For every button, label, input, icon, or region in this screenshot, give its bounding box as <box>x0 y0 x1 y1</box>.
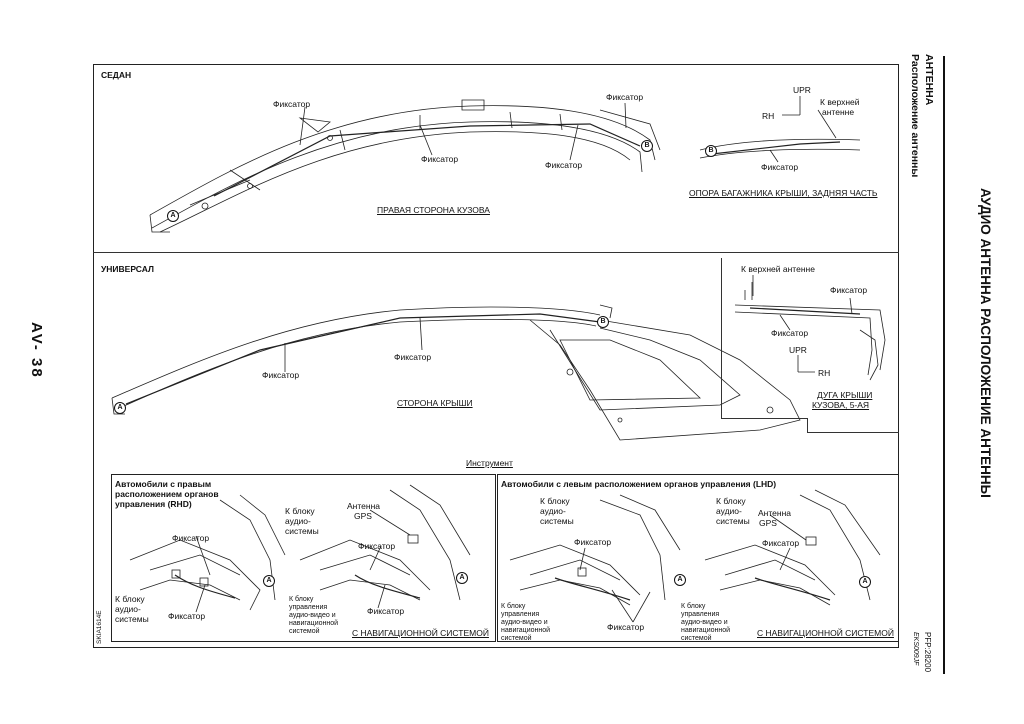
wagon-marker-a: A <box>114 402 126 414</box>
wagon-inset-border-right <box>807 418 808 432</box>
rhd-to-audio-b-2: аудио- <box>285 516 311 526</box>
figure-frame <box>93 64 899 648</box>
rhd-marker-a2: A <box>456 572 468 584</box>
instrument-title: Инструмент <box>466 458 513 468</box>
rhd-to-audio-3: системы <box>115 614 149 624</box>
lhd-marker-a1: A <box>674 574 686 586</box>
rhd-box <box>111 474 496 642</box>
lhd-av-b-2: управления <box>681 611 720 618</box>
wagon-inset-caption-1: ДУГА КРЫШИ <box>817 390 873 400</box>
rhd-clip-4: Фиксатор <box>367 606 405 616</box>
lhd-marker-a2: A <box>859 576 871 588</box>
lhd-title: Автомобили с левым расположением органов… <box>501 479 777 489</box>
lhd-av-3: аудио-видео и <box>501 619 548 626</box>
lhd-to-audio-2: аудио- <box>540 506 566 516</box>
sedan-inset-to-upper-1: К верхней <box>820 97 860 107</box>
wagon-title: УНИВЕРСАЛ <box>101 264 154 274</box>
wagon-inset-border-left <box>721 258 722 418</box>
lhd-box <box>497 474 899 642</box>
sedan-inset-clip: Фиксатор <box>761 162 799 172</box>
lhd-av-b-4: навигационной <box>681 627 731 634</box>
rhd-av-4: навигационной <box>289 620 339 627</box>
sedan-marker-a: A <box>167 210 179 222</box>
lhd-to-audio-b-1: К блоку <box>716 496 746 506</box>
rhd-to-audio-b-3: системы <box>285 526 319 536</box>
wagon-inset-to-upper: К верхней антенне <box>741 264 815 274</box>
wagon-clip-label-1: Фиксатор <box>262 370 300 380</box>
sedan-clip-label-2: Фиксатор <box>421 154 459 164</box>
lhd-clip-2: Фиксатор <box>607 622 645 632</box>
lhd-to-audio-b-3: системы <box>716 516 750 526</box>
lhd-av-4: навигационной <box>501 627 551 634</box>
sedan-inset-caption: ОПОРА БАГАЖНИКА КРЫШИ, ЗАДНЯЯ ЧАСТЬ <box>689 188 878 198</box>
sedan-inset-upr: UPR <box>793 85 811 95</box>
rhd-clip-1: Фиксатор <box>172 533 210 543</box>
divider-sedan-wagon <box>93 252 899 253</box>
lhd-gps-1: Антенна <box>758 508 792 518</box>
lhd-gps-2: GPS <box>759 518 777 528</box>
lhd-av-b-1: К блоку <box>681 603 706 610</box>
rhd-av-5: системой <box>289 628 320 635</box>
sedan-title: СЕДАН <box>101 70 132 80</box>
rhd-gps-2: GPS <box>354 511 372 521</box>
rhd-av-2: управления <box>289 604 328 611</box>
wagon-inset-caption-2: КУЗОВА, 5-АЯ <box>812 400 870 410</box>
lhd-to-audio-3: системы <box>540 516 574 526</box>
wagon-inset-border-bottom <box>721 418 807 419</box>
lhd-av-1: К блоку <box>501 603 526 610</box>
sedan-inset-marker-b: B <box>705 145 717 157</box>
rhd-marker-a1: A <box>263 575 275 587</box>
rhd-to-audio-b-1: К блоку <box>285 506 315 516</box>
sedan-inset-rh: RH <box>762 111 775 121</box>
sedan-inset-to-upper-2: антенне <box>822 107 855 117</box>
sedan-caption-main: ПРАВАЯ СТОРОНА КУЗОВА <box>377 205 490 215</box>
lhd-clip-1: Фиксатор <box>574 537 612 547</box>
rhd-to-audio-1: К блоку <box>115 594 145 604</box>
wagon-marker-b: B <box>597 316 609 328</box>
rhd-clip-2: Фиксатор <box>168 611 206 621</box>
wagon-inset-border-bottom2 <box>807 432 899 433</box>
wagon-inset-clip-1: Фиксатор <box>830 285 868 295</box>
lhd-av-b-5: системой <box>681 635 712 642</box>
wagon-caption-main: СТОРОНА КРЫШИ <box>397 398 473 408</box>
right-rule <box>943 56 945 674</box>
rhd-clip-3: Фиксатор <box>358 541 396 551</box>
rhd-nav-caption: С НАВИГАЦИОННОЙ СИСТЕМОЙ <box>352 628 489 638</box>
lhd-clip-3: Фиксатор <box>762 538 800 548</box>
sedan-marker-b: B <box>641 140 653 152</box>
lhd-av-5: системой <box>501 635 532 642</box>
rhd-av-3: аудио-видео и <box>289 612 336 619</box>
rhd-title-3: управления (RHD) <box>115 499 192 509</box>
rhd-av-1: К блоку <box>289 596 314 603</box>
sedan-clip-label-3: Фиксатор <box>545 160 583 170</box>
rhd-gps-1: Антенна <box>347 501 381 511</box>
lhd-nav-caption: С НАВИГАЦИОННОЙ СИСТЕМОЙ <box>757 628 894 638</box>
lhd-av-b-3: аудио-видео и <box>681 619 728 626</box>
wagon-inset-rh: RH <box>818 368 831 378</box>
rhd-title-2: расположением органов <box>115 489 219 499</box>
lhd-av-2: управления <box>501 611 540 618</box>
lhd-to-audio-b-2: аудио- <box>716 506 742 516</box>
wagon-inset-upr: UPR <box>789 345 807 355</box>
rhd-title-1: Автомобили с правым <box>115 479 212 489</box>
sedan-clip-label-4: Фиксатор <box>606 92 644 102</box>
sedan-clip-label-1: Фиксатор <box>273 99 311 109</box>
rhd-to-audio-2: аудио- <box>115 604 141 614</box>
wagon-clip-label-2: Фиксатор <box>394 352 432 362</box>
wagon-inset-clip-2: Фиксатор <box>771 328 809 338</box>
lhd-to-audio-1: К блоку <box>540 496 570 506</box>
